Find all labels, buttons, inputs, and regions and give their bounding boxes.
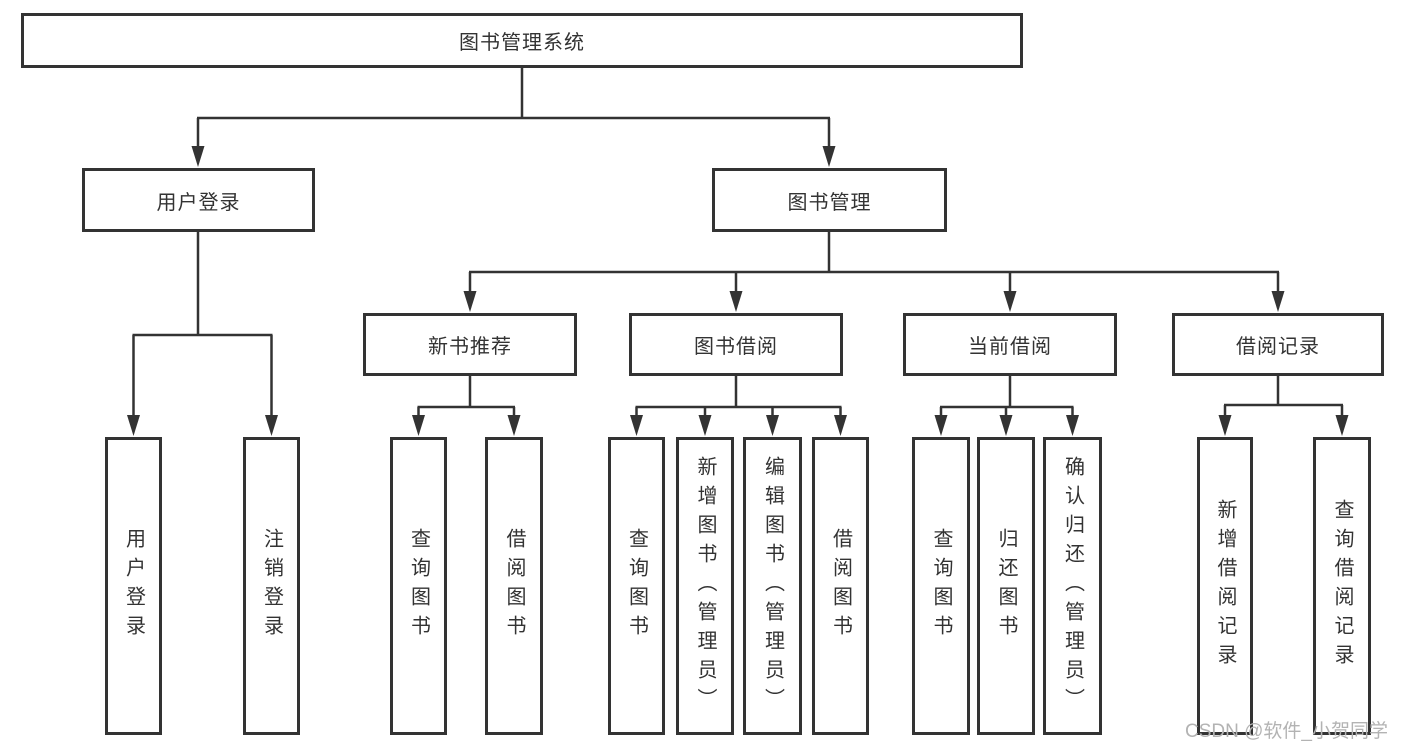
node-label: 查询借阅记录 bbox=[1331, 499, 1353, 673]
node-label: 查询图书 bbox=[625, 528, 648, 644]
node-borrowing-records: 借阅记录 bbox=[1172, 313, 1384, 376]
node-label: 注销登录 bbox=[260, 528, 283, 644]
node-label: 归还图书 bbox=[995, 528, 1017, 644]
node-label: 图书管理 bbox=[787, 191, 872, 214]
node-current-borrowing: 当前借阅 bbox=[903, 313, 1117, 376]
node-label: 用户登录 bbox=[156, 191, 241, 214]
node-leaf-borrowing-borrow-books: 借阅图书 bbox=[812, 437, 869, 735]
node-leaf-current-query-books: 查询图书 bbox=[912, 437, 970, 735]
node-leaf-recommend-query-books: 查询图书 bbox=[390, 437, 447, 735]
node-label: 新增图书（管理员） bbox=[694, 455, 716, 717]
node-label: 查询图书 bbox=[930, 528, 952, 644]
node-leaf-records-query-record: 查询借阅记录 bbox=[1313, 437, 1371, 735]
node-leaf-current-confirm-return-admin: 确认归还（管理员） bbox=[1043, 437, 1102, 735]
node-label: 借阅图书 bbox=[503, 528, 525, 644]
node-label: 借阅记录 bbox=[1236, 336, 1320, 358]
node-leaf-borrowing-add-books-admin: 新增图书（管理员） bbox=[676, 437, 734, 735]
node-new-book-recommend: 新书推荐 bbox=[363, 313, 577, 376]
node-leaf-current-return-books: 归还图书 bbox=[977, 437, 1035, 735]
csdn-watermark: CSDN @软件_小贺同学 bbox=[1185, 721, 1388, 742]
node-leaf-records-add-record: 新增借阅记录 bbox=[1197, 437, 1253, 735]
node-label: 借阅图书 bbox=[829, 528, 852, 644]
node-label: 用户登录 bbox=[122, 528, 145, 644]
node-label: 编辑图书（管理员） bbox=[761, 455, 784, 717]
node-label: 查询图书 bbox=[407, 528, 430, 644]
node-leaf-recommend-borrow-books: 借阅图书 bbox=[485, 437, 543, 735]
node-book-management: 图书管理 bbox=[712, 168, 947, 232]
node-label: 新书推荐 bbox=[428, 336, 512, 358]
node-user-login: 用户登录 bbox=[82, 168, 315, 232]
node-label: 确认归还（管理员） bbox=[1061, 455, 1084, 717]
node-leaf-user-login: 用户登录 bbox=[105, 437, 162, 735]
node-label: 图书借阅 bbox=[694, 336, 778, 358]
node-leaf-borrowing-query-books: 查询图书 bbox=[608, 437, 665, 735]
node-book-borrowing: 图书借阅 bbox=[629, 313, 843, 376]
node-label: 新增借阅记录 bbox=[1214, 499, 1236, 673]
arrowheads bbox=[127, 146, 1349, 436]
node-label: 图书管理系统 bbox=[459, 32, 585, 54]
connector-paths bbox=[132, 68, 1344, 419]
node-label: 当前借阅 bbox=[968, 336, 1052, 358]
node-leaf-logout: 注销登录 bbox=[243, 437, 300, 735]
node-root-library-system: 图书管理系统 bbox=[21, 13, 1023, 68]
node-leaf-borrowing-edit-books-admin: 编辑图书（管理员） bbox=[743, 437, 802, 735]
